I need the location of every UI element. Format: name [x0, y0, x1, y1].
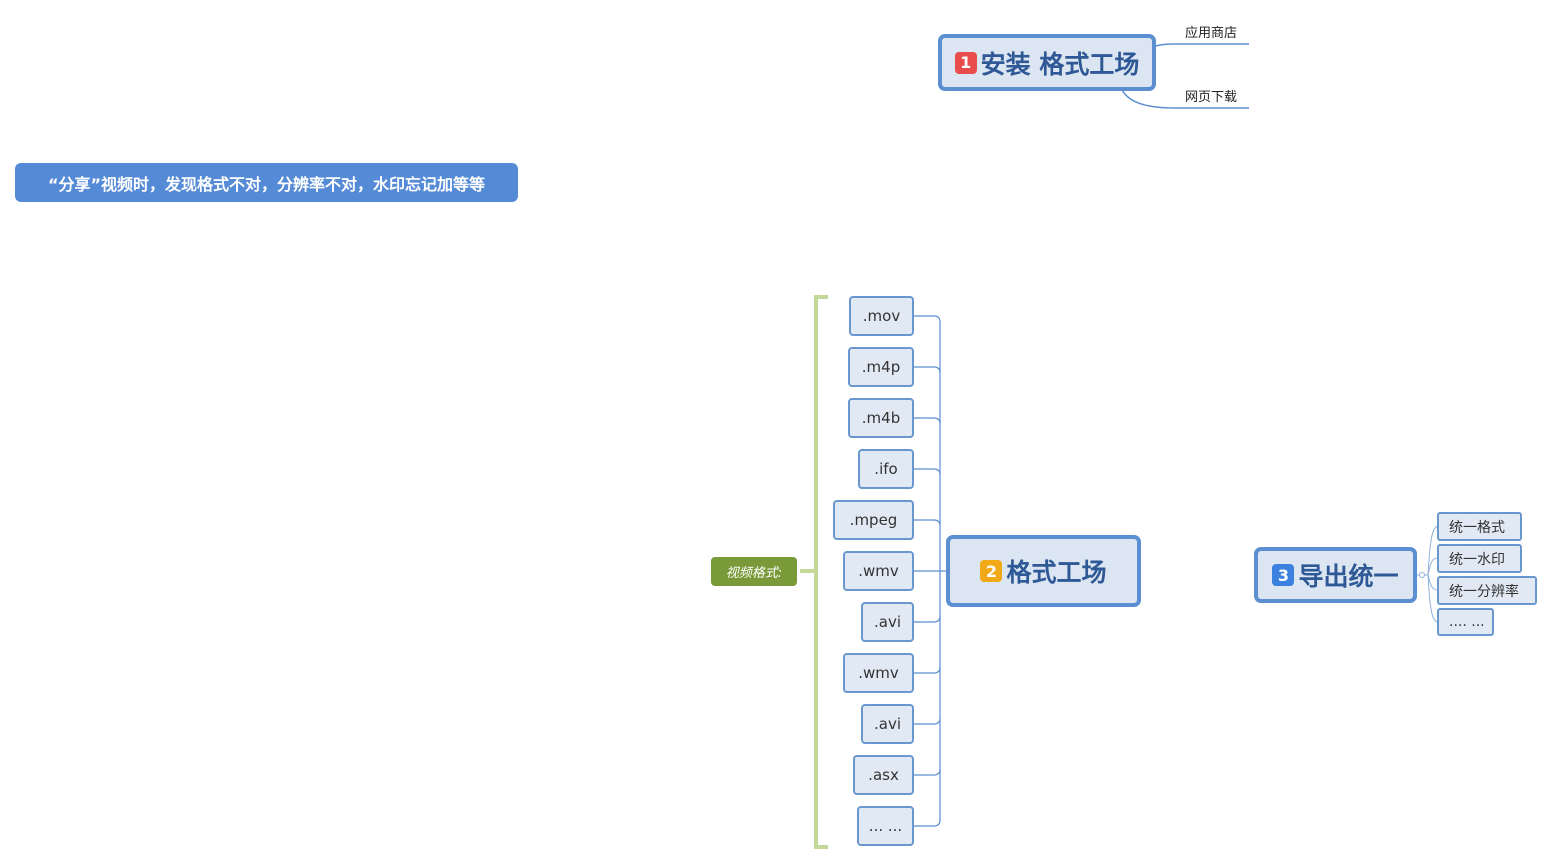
topic-format-factory-title: 格式工场 — [1006, 558, 1107, 587]
connector-topic1-store — [1154, 43, 1249, 47]
priority-2-icon: 2 — [980, 560, 1003, 582]
format-leaf-avi-2[interactable]: .avi — [861, 704, 914, 744]
topic-format-factory[interactable]: 2 格式工场 — [946, 535, 1141, 607]
priority-1-icon: 1 — [954, 51, 977, 74]
subtopic-web-download[interactable]: 网页下载 — [1185, 90, 1238, 105]
subtopic-unify-resolution[interactable]: 统一分辨率 — [1437, 576, 1537, 605]
format-leaf-mov[interactable]: .mov — [849, 296, 914, 336]
summary-video-formats-text: 视频格式: — [725, 566, 783, 581]
priority-3-icon: 3 — [1272, 564, 1295, 586]
topic-install-title: 安装 格式工场 — [980, 49, 1140, 79]
connector-topic2-formats — [913, 315, 948, 827]
format-leaf-more[interactable]: ... ... — [857, 806, 914, 846]
context-banner-text: “分享”视频时，发现格式不对，分辨率不对，水印忘记加等等 — [47, 174, 486, 194]
format-leaf-wmv[interactable]: .wmv — [843, 551, 914, 591]
subtopic-unify-watermark[interactable]: 统一水印 — [1437, 544, 1522, 573]
summary-bracket — [800, 295, 828, 849]
connector-topic3-children — [1416, 525, 1439, 623]
topic-install[interactable]: 1 安装 格式工场 — [938, 34, 1156, 91]
subtopic-app-store[interactable]: 应用商店 — [1185, 26, 1238, 41]
format-leaf-wmv-2[interactable]: .wmv — [843, 653, 914, 693]
format-leaf-asx[interactable]: .asx — [853, 755, 914, 795]
format-leaf-m4p[interactable]: .m4p — [848, 347, 914, 387]
context-banner[interactable]: “分享”视频时，发现格式不对，分辨率不对，水印忘记加等等 — [15, 163, 518, 202]
subtopic-more[interactable]: .... ... — [1437, 608, 1494, 636]
topic-export-unify-title: 导出统一 — [1298, 562, 1399, 591]
format-leaf-avi[interactable]: .avi — [861, 602, 914, 642]
summary-video-formats[interactable]: 视频格式: — [711, 557, 797, 586]
format-leaf-m4b[interactable]: .m4b — [848, 398, 914, 438]
format-leaf-mpeg[interactable]: .mpeg — [833, 500, 914, 540]
format-leaf-ifo[interactable]: .ifo — [858, 449, 914, 489]
topic-export-unify[interactable]: 3 导出统一 — [1254, 547, 1417, 603]
connector-topic1-web — [1121, 89, 1249, 109]
subtopic-unify-format[interactable]: 统一格式 — [1437, 512, 1522, 541]
